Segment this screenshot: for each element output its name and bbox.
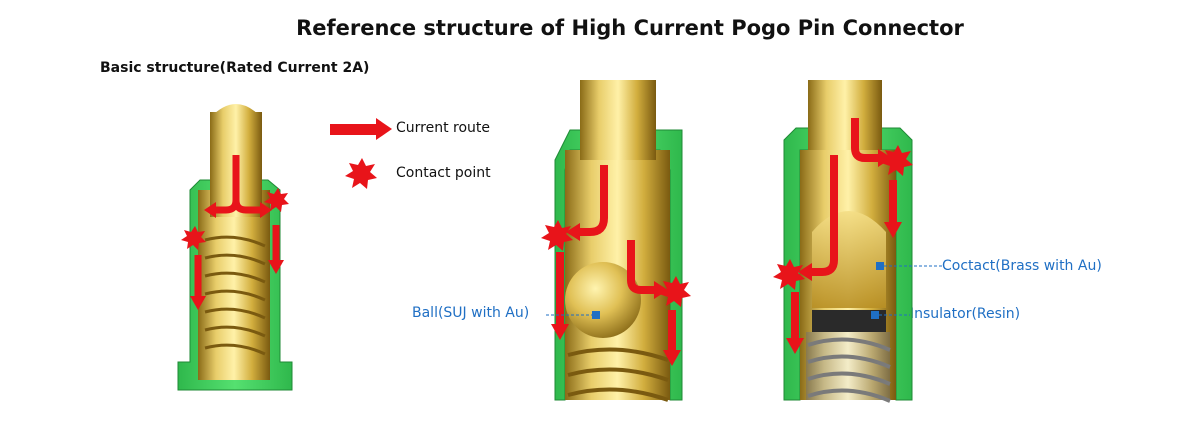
callout-contact-label: Coctact(Brass with Au) [942,258,1102,274]
legend-current-route-arrow [330,118,392,140]
callout-insulator-label: Insulator(Resin) [910,306,1021,322]
insulator-type-pogo-pin [773,80,942,403]
ball-type-pogo-pin [541,80,691,402]
legend-contact-point-star [345,158,377,189]
legend-current-route-label: Current route [396,120,491,136]
basic-pogo-pin [177,104,293,391]
diagram-title: Reference structure of High Current Pogo… [296,16,964,40]
callout-ball-label: Ball(SUJ with Au) [412,305,530,321]
diagram-subtitle: Basic structure(Rated Current 2A) [100,60,370,76]
legend-contact-point-label: Contact point [396,165,491,181]
